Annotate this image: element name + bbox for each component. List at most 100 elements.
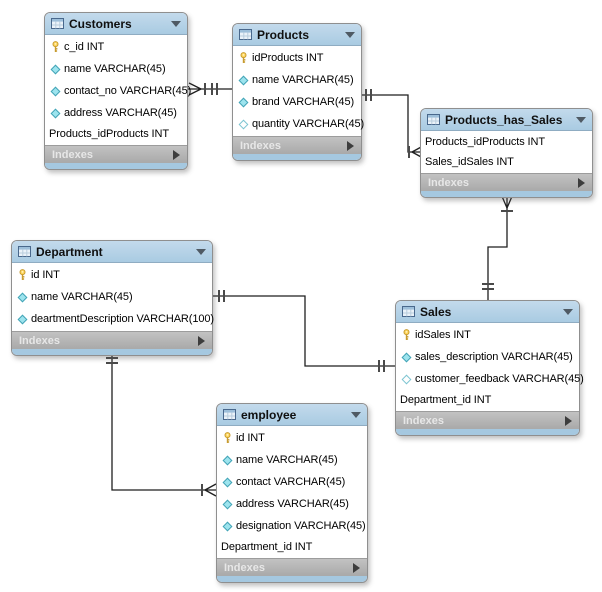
column-notnull-icon (16, 313, 28, 325)
column-text: Department_id INT (400, 394, 492, 406)
column-notnull-icon (221, 454, 233, 466)
column-text: idSales INT (415, 329, 471, 341)
table-footer (396, 429, 579, 435)
customers-to-products-wire[interactable] (188, 88, 202, 96)
table-header[interactable]: Products_has_Sales (421, 109, 592, 131)
column-text: Products_idProducts INT (425, 136, 545, 148)
products-to-products-has-sales-wire[interactable] (360, 94, 424, 153)
table-icon (239, 29, 252, 40)
expand-arrow-icon[interactable] (353, 562, 360, 573)
collapse-caret-icon[interactable] (345, 31, 355, 38)
table-products_has_sales[interactable]: Products_has_Sales Products_idProducts I… (420, 108, 593, 198)
table-header[interactable]: employee (217, 404, 367, 426)
table-columns: id INT name VARCHAR(45) deartmentDescrip… (12, 263, 214, 331)
table-column-row[interactable]: address VARCHAR(45) (217, 493, 367, 515)
table-header[interactable]: Department (12, 241, 212, 263)
department-to-employee-wire[interactable] (204, 483, 217, 491)
collapse-caret-icon[interactable] (576, 116, 586, 123)
table-title: Department (36, 244, 103, 259)
column-notnull-icon (237, 96, 249, 108)
table-header[interactable]: Customers (45, 13, 187, 35)
column-text: idProducts INT (252, 52, 324, 64)
table-column-row[interactable]: id INT (12, 264, 212, 286)
table-column-row[interactable]: Sales_idSales INT (421, 152, 592, 172)
table-column-row[interactable]: idProducts INT (233, 47, 361, 69)
column-notnull-icon (221, 520, 233, 532)
column-text: name VARCHAR(45) (236, 454, 338, 466)
table-department[interactable]: Department id INT name VARCHAR(45) deart… (11, 240, 214, 356)
table-column-row[interactable]: id INT (217, 427, 367, 449)
expand-arrow-icon[interactable] (565, 415, 572, 426)
table-column-row[interactable]: sales_description VARCHAR(45) (396, 346, 579, 368)
table-sales[interactable]: Sales idSales INT sales_description VARC… (395, 300, 584, 436)
indexes-row[interactable]: Indexes (12, 331, 212, 349)
primary-key-icon (400, 329, 412, 341)
table-column-row[interactable]: Products_idProducts INT (45, 124, 187, 144)
indexes-label: Indexes (240, 139, 281, 152)
table-column-row[interactable]: address VARCHAR(45) (45, 102, 187, 124)
table-columns: c_id INT name VARCHAR(45) contact_no VAR… (45, 35, 191, 145)
table-footer (233, 154, 361, 160)
table-icon (51, 18, 64, 29)
expand-arrow-icon[interactable] (347, 140, 354, 151)
table-column-row[interactable]: Department_id INT (396, 390, 579, 410)
table-columns: idProducts INT name VARCHAR(45) brand VA… (233, 46, 364, 136)
primary-key-icon (16, 269, 28, 281)
table-icon (427, 114, 440, 125)
table-header[interactable]: Sales (396, 301, 579, 323)
expand-arrow-icon[interactable] (578, 177, 585, 188)
table-column-row[interactable]: c_id INT (45, 36, 187, 58)
column-text: c_id INT (64, 41, 105, 53)
table-column-row[interactable]: quantity VARCHAR(45) (233, 113, 364, 135)
indexes-row[interactable]: Indexes (217, 558, 367, 576)
indexes-row[interactable]: Indexes (233, 136, 361, 154)
table-title: Customers (69, 16, 132, 31)
table-employee[interactable]: employee id INT name VARCHAR(45) contact… (216, 403, 368, 583)
table-column-row[interactable]: designation VARCHAR(45) (217, 515, 367, 537)
department-to-employee-wire[interactable] (111, 350, 218, 491)
collapse-caret-icon[interactable] (351, 411, 361, 418)
table-column-row[interactable]: Department_id INT (217, 537, 367, 557)
indexes-label: Indexes (52, 148, 93, 161)
table-column-row[interactable]: Products_idProducts INT (421, 132, 592, 152)
column-text: contact VARCHAR(45) (236, 476, 346, 488)
table-column-row[interactable]: customer_feedback VARCHAR(45) (396, 368, 584, 390)
table-column-row[interactable]: brand VARCHAR(45) (233, 91, 361, 113)
collapse-caret-icon[interactable] (171, 20, 181, 27)
expand-arrow-icon[interactable] (198, 335, 205, 346)
column-text: deartmentDescription VARCHAR(100) (31, 313, 214, 325)
department-to-employee-wire[interactable] (204, 489, 217, 497)
table-products[interactable]: Products idProducts INT name VARCHAR(45)… (232, 23, 364, 161)
table-column-row[interactable]: name VARCHAR(45) (233, 69, 361, 91)
table-icon (18, 246, 31, 257)
department-to-sales-wire[interactable] (212, 295, 397, 367)
collapse-caret-icon[interactable] (196, 248, 206, 255)
column-text: id INT (236, 432, 265, 444)
table-customers[interactable]: Customers c_id INT name VARCHAR(45) cont… (44, 12, 191, 170)
column-text: Products_idProducts INT (49, 128, 169, 140)
collapse-caret-icon[interactable] (563, 308, 573, 315)
table-icon (223, 409, 236, 420)
table-column-row[interactable]: contact VARCHAR(45) (217, 471, 367, 493)
column-nullable-icon (237, 118, 249, 130)
table-column-row[interactable]: name VARCHAR(45) (12, 286, 212, 308)
indexes-label: Indexes (224, 561, 265, 574)
column-text: Sales_idSales INT (425, 156, 514, 168)
table-column-row[interactable]: idSales INT (396, 324, 579, 346)
column-text: name VARCHAR(45) (252, 74, 354, 86)
products-has-sales-to-sales-wire[interactable] (487, 193, 508, 303)
table-column-row[interactable]: contact_no VARCHAR(45) (45, 80, 191, 102)
table-column-row[interactable]: name VARCHAR(45) (45, 58, 187, 80)
indexes-label: Indexes (403, 414, 444, 427)
column-notnull-icon (221, 498, 233, 510)
column-notnull-icon (49, 85, 61, 97)
customers-to-products-wire[interactable] (188, 82, 202, 90)
table-header[interactable]: Products (233, 24, 361, 46)
indexes-row[interactable]: Indexes (45, 145, 187, 163)
indexes-row[interactable]: Indexes (421, 173, 592, 191)
table-column-row[interactable]: name VARCHAR(45) (217, 449, 367, 471)
column-notnull-icon (49, 107, 61, 119)
table-column-row[interactable]: deartmentDescription VARCHAR(100) (12, 308, 214, 330)
expand-arrow-icon[interactable] (173, 149, 180, 160)
indexes-row[interactable]: Indexes (396, 411, 579, 429)
